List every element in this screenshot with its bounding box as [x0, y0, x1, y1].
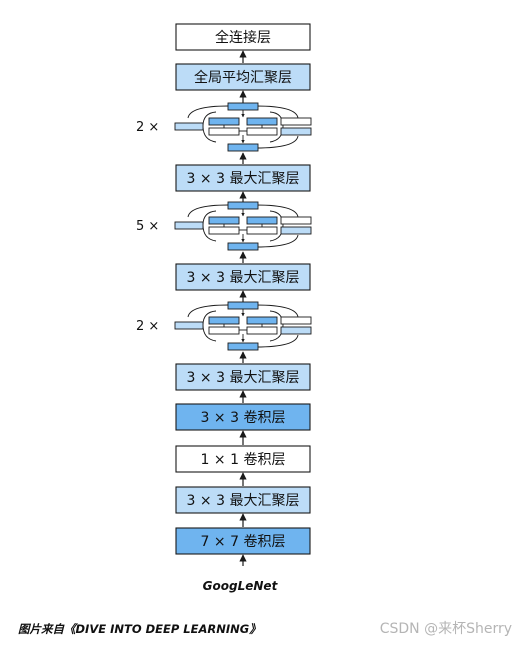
inception-sub-layer — [174, 321, 204, 330]
layer-box: 3 × 3 最大汇聚层 — [175, 263, 311, 291]
inception-block-groups: 2 × 5 × 2 × — [136, 102, 312, 351]
layer-box: 3 × 3 最大汇聚层 — [175, 164, 311, 192]
layer-box: 全局平均汇聚层 — [175, 63, 311, 91]
inception-sub-layer — [208, 316, 240, 325]
inception-sub-layer — [246, 216, 278, 225]
layer-box: 3 × 3 卷积层 — [175, 403, 311, 431]
inception-sub-layer — [246, 127, 278, 136]
inception-sub-layer — [280, 127, 312, 136]
layer-box: 1 × 1 卷积层 — [175, 445, 311, 473]
inception-connector — [202, 310, 217, 342]
layer-label: 3 × 3 最大汇聚层 — [187, 270, 300, 286]
layer-rect — [175, 445, 311, 473]
inception-block: 2 × — [136, 102, 312, 152]
watermark: CSDN @来杯Sherry — [379, 621, 512, 637]
layer-rect — [175, 403, 311, 431]
layer-label: 3 × 3 最大汇聚层 — [187, 171, 300, 187]
inception-sub-layer — [227, 102, 259, 111]
inception-block: 2 × — [136, 301, 312, 351]
layer-box: 全连接层 — [175, 23, 311, 51]
inception-connector — [269, 310, 284, 342]
repeat-count-label: 2 × — [136, 319, 159, 334]
inception-sub-layer — [227, 301, 259, 310]
layer-label: 3 × 3 最大汇聚层 — [187, 370, 300, 386]
repeat-count-label: 2 × — [136, 120, 159, 135]
inception-sub-layer — [208, 326, 240, 335]
inception-connector — [187, 204, 229, 218]
inception-sub-layer — [227, 201, 259, 210]
inception-sub-layer — [280, 226, 312, 235]
inception-connector — [187, 304, 229, 318]
inception-sub-layer — [280, 216, 312, 225]
diagram-title: GoogLeNet — [202, 579, 278, 593]
layer-label: 全连接层 — [215, 29, 271, 46]
inception-sub-layer — [208, 226, 240, 235]
inception-connector — [255, 105, 299, 119]
layer-label: 7 × 7 卷积层 — [201, 534, 286, 550]
inception-connector — [255, 204, 299, 218]
layer-box: 3 × 3 最大汇聚层 — [175, 363, 311, 391]
inception-sub-layer — [246, 316, 278, 325]
layer-rect — [175, 486, 311, 514]
inception-sub-layer — [227, 242, 259, 251]
inception-sub-layer — [246, 226, 278, 235]
inception-sub-layer — [208, 216, 240, 225]
inception-connector — [269, 111, 284, 143]
layer-rect — [175, 164, 311, 192]
repeat-count-label: 5 × — [136, 219, 159, 234]
inception-sub-layer — [227, 143, 259, 152]
inception-sub-layer — [208, 117, 240, 126]
inception-sub-layer — [246, 117, 278, 126]
layer-label: 1 × 1 卷积层 — [201, 452, 286, 468]
layer-rect — [175, 527, 311, 555]
layer-rect — [175, 363, 311, 391]
inception-sub-layer — [280, 316, 312, 325]
inception-sub-layer — [208, 127, 240, 136]
inception-connector — [255, 304, 299, 318]
inception-connector — [255, 334, 299, 348]
inception-connector — [202, 111, 217, 143]
inception-connector — [255, 135, 299, 149]
layer-label: 3 × 3 最大汇聚层 — [187, 493, 300, 509]
layer-label: 全局平均汇聚层 — [194, 69, 292, 86]
inception-sub-layer — [280, 117, 312, 126]
inception-connector — [202, 210, 217, 242]
inception-sub-layer — [174, 221, 204, 230]
inception-connector — [187, 105, 229, 119]
inception-block: 5 × — [136, 201, 312, 251]
inception-sub-layer — [246, 326, 278, 335]
layer-box: 7 × 7 卷积层 — [175, 527, 311, 555]
layer-rect — [175, 23, 311, 51]
layer-rect — [175, 263, 311, 291]
inception-sub-layer — [280, 326, 312, 335]
layer-box: 3 × 3 最大汇聚层 — [175, 486, 311, 514]
inception-connector — [255, 234, 299, 248]
inception-sub-layer — [227, 342, 259, 351]
inception-sub-layer — [174, 122, 204, 131]
layer-rect — [175, 63, 311, 91]
inception-connector — [269, 210, 284, 242]
source-note: 图片来自《DIVE INTO DEEP LEARNING》 — [18, 622, 261, 636]
layer-label: 3 × 3 卷积层 — [201, 410, 286, 426]
